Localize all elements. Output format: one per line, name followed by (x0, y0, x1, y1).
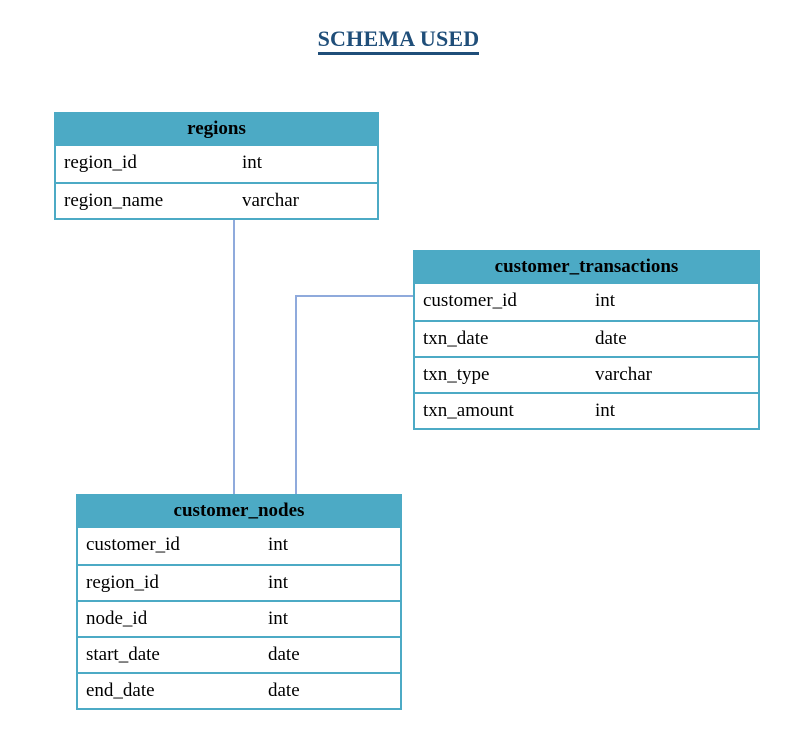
column-name: txn_type (423, 364, 490, 385)
table-customer-nodes-columns: customer_id int region_id int node_id in… (76, 528, 402, 710)
column-type: int (268, 572, 289, 593)
page-title: SCHEMA USED (0, 26, 797, 55)
column-name: customer_id (86, 534, 180, 555)
column-type: date (595, 328, 627, 349)
column-name: region_name (64, 190, 164, 211)
table-row: customer_id int (78, 528, 400, 564)
table-regions: regions region_id int region_name varcha… (54, 112, 379, 220)
column-name: start_date (86, 644, 160, 665)
relationship-line-customer_transactions-customer_nodes (295, 295, 413, 494)
table-row: region_name varchar (56, 182, 377, 218)
column-name: region_id (64, 152, 137, 173)
table-customer-nodes-header: customer_nodes (76, 494, 402, 528)
table-customer-nodes: customer_nodes customer_id int region_id… (76, 494, 402, 710)
column-type: int (242, 152, 263, 173)
table-row: region_id int (56, 146, 377, 182)
column-type: int (268, 534, 289, 555)
table-regions-header: regions (54, 112, 379, 146)
table-customer-transactions-header: customer_transactions (413, 250, 760, 284)
column-name: txn_date (423, 328, 489, 349)
table-regions-columns: region_id int region_name varchar (54, 146, 379, 220)
table-row: txn_amount int (415, 392, 758, 428)
page-title-text: SCHEMA USED (317, 26, 480, 55)
column-type: int (595, 400, 616, 421)
table-row: txn_type varchar (415, 356, 758, 392)
column-type: varchar (242, 190, 299, 211)
column-name: region_id (86, 572, 159, 593)
column-name: node_id (86, 608, 148, 629)
column-type: int (595, 290, 616, 311)
column-type: date (268, 644, 300, 665)
column-type: varchar (595, 364, 652, 385)
table-row: txn_date date (415, 320, 758, 356)
table-row: region_id int (78, 564, 400, 600)
table-customer-transactions: customer_transactions customer_id int tx… (413, 250, 760, 430)
column-name: txn_amount (423, 400, 514, 421)
column-name: customer_id (423, 290, 517, 311)
table-row: start_date date (78, 636, 400, 672)
table-row: node_id int (78, 600, 400, 636)
table-row: customer_id int (415, 284, 758, 320)
column-name: end_date (86, 680, 155, 701)
column-type: int (268, 608, 289, 629)
table-row: end_date date (78, 672, 400, 708)
column-type: date (268, 680, 300, 701)
table-customer-transactions-columns: customer_id int txn_date date txn_type v… (413, 284, 760, 430)
